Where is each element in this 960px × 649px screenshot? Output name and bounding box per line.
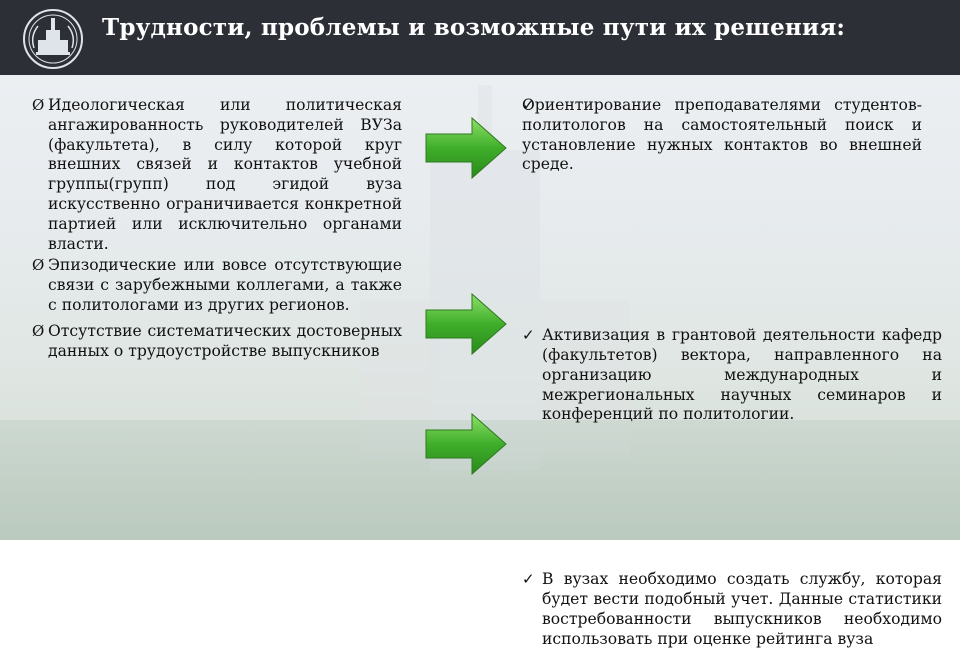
solution-text: В вузах необходимо создать службу, котор… bbox=[542, 570, 942, 648]
background-campus-photo bbox=[0, 0, 960, 540]
solution-text: Ориентирование преподавателями студентов… bbox=[522, 96, 922, 174]
problem-item: Ø Идеологическая или политическая ангажи… bbox=[32, 96, 402, 254]
problem-text: Идеологическая или политическая ангажиро… bbox=[48, 96, 402, 253]
solution-item: ✓ Активизация в грантовой деятельности к… bbox=[522, 326, 942, 425]
right-arrow-icon bbox=[425, 116, 507, 180]
solution-item: ✓ В вузах необходимо создать службу, кот… bbox=[522, 570, 942, 649]
arrowhead-bullet-icon: Ø bbox=[32, 96, 45, 114]
problem-item: Ø Отсутствие систематических достоверных… bbox=[32, 322, 402, 362]
checkmark-bullet-icon: ✓ bbox=[522, 570, 535, 589]
problem-item: Ø Эпизодические или вовсе отсутствующие … bbox=[32, 256, 402, 315]
solution-item: ✓ Ориентирование преподавателями студент… bbox=[522, 96, 922, 175]
problem-text: Отсутствие систематических достоверных д… bbox=[48, 321, 402, 360]
header-bar: Трудности, проблемы и возможные пути их … bbox=[0, 0, 960, 75]
checkmark-bullet-icon: ✓ bbox=[522, 96, 535, 114]
checkmark-bullet-icon: ✓ bbox=[522, 326, 535, 345]
arrowhead-bullet-icon: Ø bbox=[32, 256, 45, 275]
problem-text: Эпизодические или вовсе отсутствующие св… bbox=[48, 256, 402, 314]
right-arrow-icon bbox=[425, 292, 507, 356]
problems-column: Ø Идеологическая или политическая ангажи… bbox=[32, 96, 402, 361]
solution-text: Активизация в грантовой деятельности каф… bbox=[542, 326, 942, 424]
university-emblem-icon bbox=[23, 9, 83, 69]
arrowhead-bullet-icon: Ø bbox=[32, 321, 45, 340]
page-title: Трудности, проблемы и возможные пути их … bbox=[102, 14, 846, 41]
right-arrow-icon bbox=[425, 412, 507, 476]
